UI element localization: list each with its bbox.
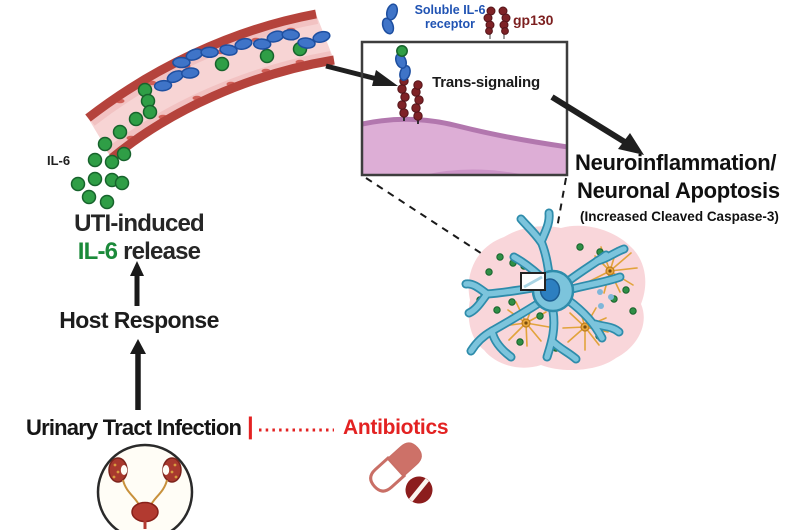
kidney-texture bbox=[112, 463, 178, 479]
outcome-line2: Neuronal Apoptosis bbox=[577, 178, 780, 203]
il6-release-label: IL-6 release bbox=[77, 238, 201, 265]
bladder bbox=[131, 501, 159, 523]
uti-induced-label: UTI-induced bbox=[74, 210, 205, 237]
antibiotic-capsule-icon bbox=[369, 442, 422, 493]
arrow-box-to-outcome bbox=[550, 94, 644, 155]
gp130-icon bbox=[483, 6, 511, 39]
cell-membrane bbox=[362, 119, 567, 175]
trans-signaling-inset bbox=[360, 40, 569, 177]
urinary-tract-icon bbox=[96, 443, 194, 530]
legend-gp130-label: gp130 bbox=[513, 12, 554, 28]
up-arrow bbox=[130, 261, 144, 306]
brain-tissue-scene bbox=[461, 208, 646, 371]
inhibition-bar: | bbox=[247, 413, 254, 440]
neuron-icon bbox=[461, 208, 629, 364]
blue-molecule-dots bbox=[597, 289, 614, 309]
outcome-line1: Neuroinflammation/ bbox=[575, 150, 777, 175]
outcome-note: (Increased Cleaved Caspase-3) bbox=[580, 209, 779, 224]
legend-soluble-il6-label: Soluble IL-6 receptor bbox=[414, 3, 486, 31]
blood-vessel-icon bbox=[85, 9, 335, 162]
soluble-il6-receptor-complex-icon bbox=[394, 45, 411, 82]
up-arrow bbox=[130, 339, 146, 410]
il6-molecule-icons bbox=[70, 41, 308, 210]
il6-dot-label: IL-6 bbox=[47, 153, 71, 168]
trans-signaling-title: Trans-signaling bbox=[432, 74, 540, 91]
astrocyte-icon bbox=[562, 305, 609, 351]
urinary-tract-infection-label: Urinary Tract Infection bbox=[26, 415, 242, 440]
antibiotics-label: Antibiotics bbox=[343, 416, 449, 439]
bacteria-chain-icons bbox=[153, 29, 331, 92]
zoom-square bbox=[520, 272, 546, 291]
host-response-label: Host Response bbox=[59, 307, 219, 333]
arrow-vessel-to-box bbox=[325, 63, 398, 86]
soluble-il6-receptor-icon bbox=[381, 3, 399, 35]
tablet-icon bbox=[405, 476, 433, 504]
gp130-receptor-icon bbox=[397, 76, 424, 124]
